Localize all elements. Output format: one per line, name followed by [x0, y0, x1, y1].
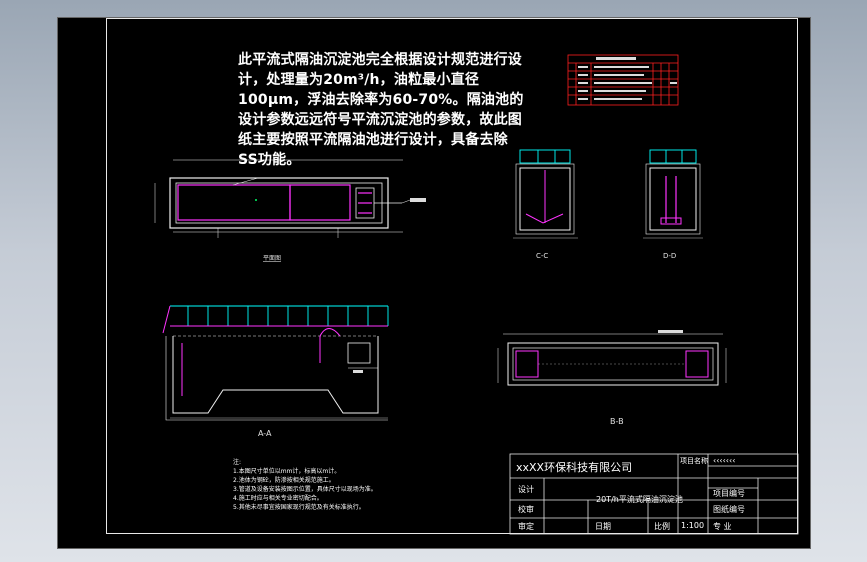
note-line: 1.本图尺寸单位以mm计，标高以m计。: [233, 468, 341, 475]
scale-label: 比例: [654, 522, 670, 531]
approve-label: 审定: [518, 522, 534, 531]
drawing-notes: 注: 1.本图尺寸单位以mm计，标高以m计。 2.池体为钢砼，防渗按相关规范施工…: [233, 458, 433, 512]
description-line: 纸主要按照平流隔油池进行设计，具备去除: [238, 132, 508, 148]
description-line: 计，处理量为20m³/h，油粒最小直径: [238, 72, 480, 88]
section-bb-view: [497, 330, 727, 386]
check-label: 校审: [518, 505, 534, 514]
design-description: 此平流式隔油沉淀池完全根据设计规范进行设 计，处理量为20m³/h，油粒最小直径…: [238, 50, 548, 170]
section-cc-view: [513, 149, 578, 239]
drawing-title: 20T/h平流式隔油沉淀池: [596, 495, 683, 504]
design-label: 设计: [518, 485, 534, 494]
note-line: 5.其他未尽事宜按国家现行规范及有关标准执行。: [233, 504, 365, 511]
equipment-table-text: [578, 57, 677, 100]
section-bb-label: B-B: [610, 417, 624, 426]
plan-view: [154, 159, 426, 238]
note-line: 3.管道及设备安装按图示位置，具体尺寸以现场为准。: [233, 486, 377, 493]
note-line: 4.施工时应与相关专业密切配合。: [233, 495, 323, 502]
equipment-table: [567, 54, 679, 106]
section-dd-label: D-D: [663, 252, 676, 260]
note-line: 2.池体为钢砼，防渗按相关规范施工。: [233, 477, 335, 484]
section-aa-view: [162, 305, 389, 421]
notes-title: 注:: [233, 459, 242, 466]
project-name-value: ‹‹‹‹‹‹‹: [713, 456, 736, 465]
plan-view-label: 平面图: [263, 255, 281, 262]
discipline-label: 专 业: [713, 522, 732, 531]
scale-value: 1:100: [681, 521, 705, 530]
date-label: 日期: [595, 522, 611, 531]
drawing-frame: [106, 18, 798, 534]
project-name-label: 项目名称: [680, 457, 708, 465]
project-no-label: 项目编号: [713, 489, 745, 498]
company-name: xxXX环保科技有限公司: [516, 461, 633, 474]
description-line: SS功能。: [238, 152, 301, 168]
drawing-sheet: 平面图: [57, 17, 811, 549]
section-aa-label: A-A: [258, 429, 272, 438]
description-line: 设计参数远远符号平流沉淀池的参数，故此图: [238, 112, 522, 128]
section-dd-view: [643, 149, 703, 239]
section-cc-label: C-C: [536, 252, 548, 260]
title-block-grid: [509, 453, 799, 535]
drawing-no-label: 图纸编号: [713, 505, 745, 514]
description-line: 100μm，浮油去除率为60-70%。隔油池的: [238, 92, 524, 108]
description-line: 此平流式隔油沉淀池完全根据设计规范进行设: [238, 52, 522, 68]
cad-drawing-canvas: 平面图: [154, 54, 799, 535]
